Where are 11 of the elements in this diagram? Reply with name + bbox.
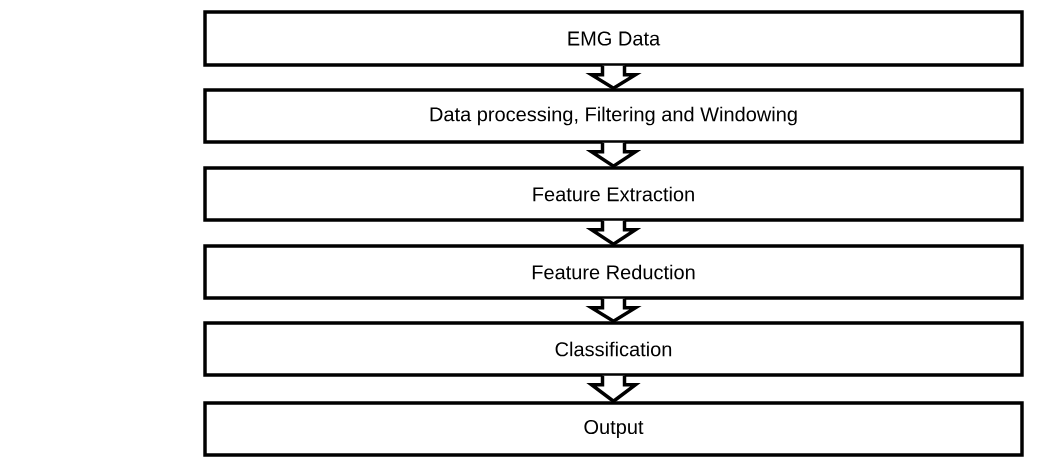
block-arrow [585,297,642,324]
block-arrow [585,219,642,247]
block-arrow [585,141,642,169]
process-box: Output [203,401,1024,457]
process-box: Feature Extraction [203,166,1024,222]
process-box: Data processing, Filtering and Windowing [203,88,1024,144]
process-box: Classification [203,321,1024,377]
process-box: EMG Data [203,10,1024,67]
process-box: Feature Reduction [203,244,1024,300]
block-arrow [586,374,641,404]
block-arrow [585,64,642,91]
